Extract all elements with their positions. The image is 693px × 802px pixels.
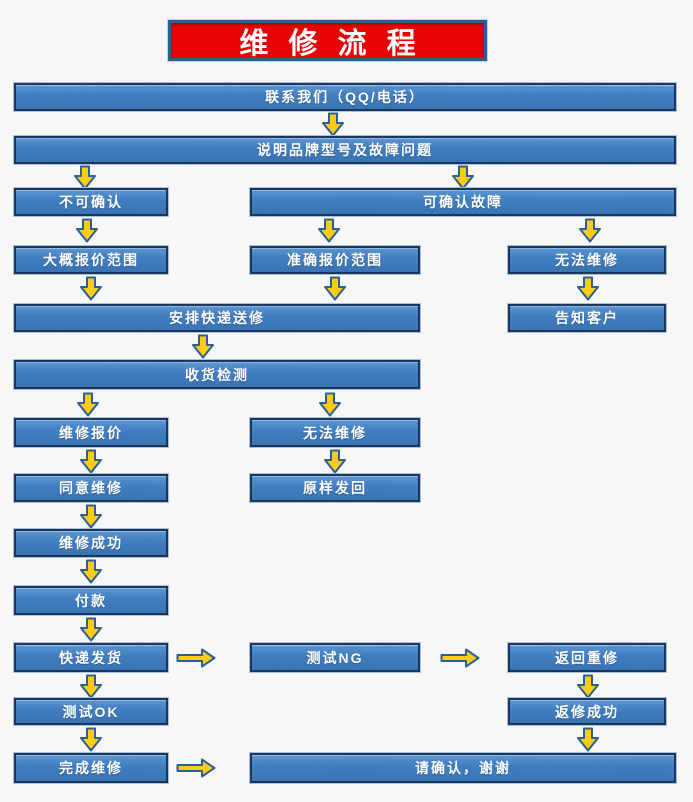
down-arrow-icon bbox=[80, 674, 102, 699]
down-arrow-icon bbox=[324, 276, 346, 301]
down-arrow-icon bbox=[322, 112, 344, 137]
down-arrow-icon bbox=[577, 727, 599, 752]
node-cannot-repair: 无法维修 bbox=[508, 246, 666, 274]
node-confirmable: 可确认故障 bbox=[250, 188, 676, 216]
right-arrow-icon bbox=[176, 648, 216, 668]
down-arrow-icon bbox=[452, 165, 474, 190]
node-express-ship: 快递发货 bbox=[14, 643, 168, 672]
node-accurate-quote: 准确报价范围 bbox=[250, 246, 420, 274]
down-arrow-icon bbox=[318, 218, 340, 243]
down-arrow-icon bbox=[577, 276, 599, 301]
node-not-confirmable: 不可确认 bbox=[14, 188, 168, 216]
node-confirm-thanks: 请确认，谢谢 bbox=[250, 753, 676, 783]
right-arrow-icon bbox=[440, 648, 480, 668]
down-arrow-icon bbox=[324, 449, 346, 474]
down-arrow-icon bbox=[192, 334, 214, 359]
node-complete-repair: 完成维修 bbox=[14, 753, 168, 783]
down-arrow-icon bbox=[579, 218, 601, 243]
node-repair-success: 维修成功 bbox=[14, 529, 168, 557]
down-arrow-icon bbox=[80, 276, 102, 301]
down-arrow-icon bbox=[577, 674, 599, 699]
node-rework-success: 返修成功 bbox=[508, 698, 666, 725]
node-describe: 说明品牌型号及故障问题 bbox=[14, 136, 676, 164]
node-agree-repair: 同意维修 bbox=[14, 474, 168, 502]
down-arrow-icon bbox=[80, 559, 102, 584]
node-cannot-repair-2: 无法维修 bbox=[250, 418, 420, 447]
node-return-rework: 返回重修 bbox=[508, 643, 666, 672]
down-arrow-icon bbox=[74, 165, 96, 190]
node-contact: 联系我们（QQ/电话） bbox=[14, 83, 676, 111]
down-arrow-icon bbox=[76, 218, 98, 243]
node-arrange-express: 安排快递送修 bbox=[14, 304, 420, 332]
down-arrow-icon bbox=[77, 392, 99, 417]
node-test-ok: 测试OK bbox=[14, 698, 168, 725]
node-payment: 付款 bbox=[14, 586, 168, 615]
node-rough-quote: 大概报价范围 bbox=[14, 246, 168, 274]
right-arrow-icon bbox=[176, 758, 216, 778]
node-repair-quote: 维修报价 bbox=[14, 418, 168, 447]
down-arrow-icon bbox=[80, 449, 102, 474]
page-title: 维 修 流 程 bbox=[168, 20, 487, 61]
down-arrow-icon bbox=[80, 727, 102, 752]
node-test-ng: 测试NG bbox=[250, 643, 420, 672]
node-return-original: 原样发回 bbox=[250, 474, 420, 502]
node-inform-customer: 告知客户 bbox=[508, 304, 666, 332]
down-arrow-icon bbox=[80, 504, 102, 529]
down-arrow-icon bbox=[319, 392, 341, 417]
node-receive-inspect: 收货检测 bbox=[14, 360, 420, 389]
down-arrow-icon bbox=[80, 617, 102, 642]
